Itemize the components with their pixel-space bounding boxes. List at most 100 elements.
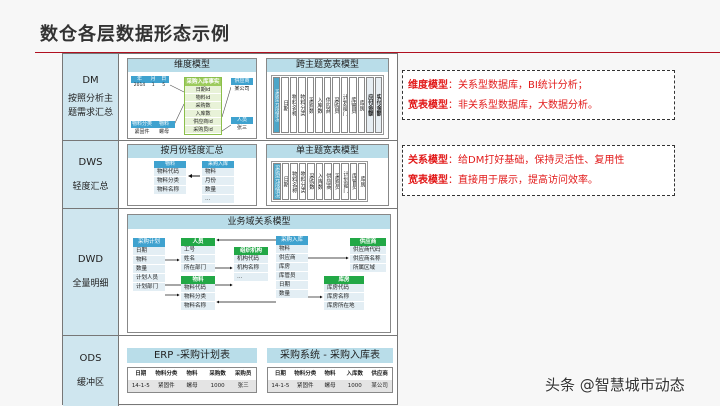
cell: 紧固件 — [134, 129, 150, 135]
header-cell: 日 — [161, 76, 167, 82]
cell: 紧固件 — [296, 383, 314, 389]
cell: 张三 — [237, 383, 249, 389]
wide-table-column: 采购员 — [332, 77, 340, 133]
table-row: 日期 — [133, 247, 165, 256]
header-cell: 人员 — [231, 117, 253, 124]
wide-table-column: 应付金额 — [366, 77, 374, 133]
warehouse-table: 库房库房代码库房名称库房所在地 — [324, 276, 364, 311]
table-header: 物料 — [154, 161, 186, 168]
purchase-inbound-table: 采购入库物料供应商库房库管员日期数量 — [276, 236, 308, 299]
panel-title: 采购系统 - 采购入库表 — [267, 348, 393, 363]
layer-label: DWD 全量明细 — [63, 209, 119, 335]
table-row: 物料 — [202, 168, 234, 177]
wide-table-column: 计划部门 — [340, 77, 349, 133]
cell: 螺母 — [158, 129, 169, 135]
table-row: 采购员id — [185, 126, 221, 134]
table-row: 库管员 — [276, 272, 308, 281]
layer-label: DWS 轻度汇总 — [63, 141, 119, 208]
table-row: 物料分类 — [154, 177, 186, 186]
watermark: 头条 @智慧城市动态 — [545, 376, 685, 394]
table-row: 物料代码 — [154, 168, 186, 177]
layer-code: ODS — [79, 353, 102, 364]
table-row: 供应商代码 — [350, 246, 386, 255]
header-cell: 采购数 — [209, 371, 226, 377]
cell: 1000 — [347, 383, 362, 389]
table-row: 库房所在地 — [324, 302, 364, 311]
wide-table-column: 采购完成情况 — [273, 77, 281, 133]
table-row: 数量 — [202, 186, 234, 195]
header-cell: 年 — [136, 76, 142, 82]
material-dim-table: 物料分类物料 紧固件螺母 — [131, 121, 175, 135]
table-row: 机构名称 — [234, 264, 268, 273]
header-cell: 物料分类 — [294, 371, 317, 377]
table-row: 姓名 — [181, 255, 215, 264]
table-row: 供应商id — [185, 118, 221, 126]
layer-code: DM — [82, 75, 99, 86]
header-cell: 供应商 — [371, 371, 388, 377]
header-cell: 日期 — [135, 371, 147, 377]
table-header: 组织机构 — [234, 247, 268, 255]
table-row: 所在部门 — [181, 264, 215, 273]
cell: 14-1-5 — [131, 383, 150, 389]
wide-table: 采购完成情况日期物料名称物料分类采购数入库数供应商采购员计划部门库管员库房 — [271, 161, 368, 202]
cell: 5 — [162, 83, 166, 88]
table-row: 库房名称 — [324, 293, 364, 302]
table-header: 采购入库 — [276, 236, 308, 245]
table-row: 入库数 — [185, 110, 221, 118]
wide-table: 采购完成情况日期物料名称物料分类采购数入库数供应商采购员计划部门库管员库房应付金… — [271, 75, 384, 135]
table-row: 工号 — [181, 246, 215, 255]
person-table: 人员工号姓名所在部门 — [181, 238, 215, 273]
header-cell: 物料分类 — [131, 121, 152, 127]
supplier-table: 供应商供应商代码供应商名称所属区域 — [350, 238, 386, 273]
cell: 2014 — [133, 83, 146, 88]
note-text: ：关系型数据库，BI统计分析； — [448, 80, 588, 91]
layer-dws: DWS 轻度汇总 按月份轻度汇总 物料 物料代码物料分类物料名称 采购入库 物料… — [63, 141, 397, 209]
table-row: 计划部门 — [133, 283, 165, 292]
table-row: 日期 — [276, 281, 308, 290]
table-header: 物料 — [181, 276, 215, 284]
note-keyword: 关系模型 — [408, 155, 448, 166]
wide-table-column: 库管员 — [349, 163, 358, 200]
table-header: 采购计划 — [133, 238, 165, 247]
wide-table-column: 入库数 — [315, 163, 324, 200]
wide-table-column: 采购员 — [332, 163, 341, 200]
cell: 螺母 — [186, 383, 198, 389]
cell: 14-1-5 — [271, 383, 290, 389]
table-row: 月份 — [202, 177, 234, 186]
table-header-row: 日期物料分类物料采购数采购员 — [128, 368, 256, 380]
table-row: 物料名称 — [181, 302, 215, 311]
cell: 1 — [151, 83, 155, 88]
table-row: 供应商 — [276, 254, 308, 263]
note-text: ：直接用于展示，提高访问效率。 — [448, 175, 598, 186]
wide-table-column: 计划部门 — [341, 163, 349, 200]
layer-desc: 全量明细 — [72, 279, 109, 289]
layer-desc: 按照分析主题需求汇总 — [67, 94, 113, 118]
layer-label: ODS 缓冲区 — [63, 336, 119, 406]
table-row: 物料代码 — [181, 284, 215, 293]
note-text: ：非关系型数据库，大数据分析。 — [448, 100, 598, 111]
header-cell: 物料分类 — [155, 371, 178, 377]
layer-code: DWS — [78, 156, 103, 168]
header-cell: 物料 — [186, 371, 198, 377]
material-table: 物料物料代码物料分类物料名称 — [181, 276, 215, 311]
purchase-summary-table: 采购入库 物料月份数量… — [202, 161, 234, 204]
wide-table-column: 采购完成情况 — [273, 163, 281, 200]
wide-table-column: 库房 — [358, 163, 367, 200]
wide-table-column: 日期 — [281, 77, 289, 133]
table-row: … — [234, 273, 268, 282]
header-cell: 入库数 — [346, 371, 364, 377]
header-cell: 物料 — [324, 371, 336, 377]
wide-table-column: 物料分类 — [298, 163, 307, 200]
cell: 1000 — [210, 383, 225, 389]
header-cell: 供应商 — [231, 78, 253, 85]
wide-table-column: 日期 — [281, 163, 290, 200]
layer-desc: 轻度汇总 — [72, 181, 109, 192]
note-box-dm: 维度模型：关系型数据库，BI统计分析； 宽表模型：非关系型数据库，大数据分析。 — [402, 70, 675, 120]
business-domain-relation-panel: 业务域关系模型 采购计划日期物料数量计划人员计划部门 人员工号姓名所在部门 物料… — [127, 214, 391, 333]
panel-title: 业务域关系模型 — [128, 215, 390, 229]
